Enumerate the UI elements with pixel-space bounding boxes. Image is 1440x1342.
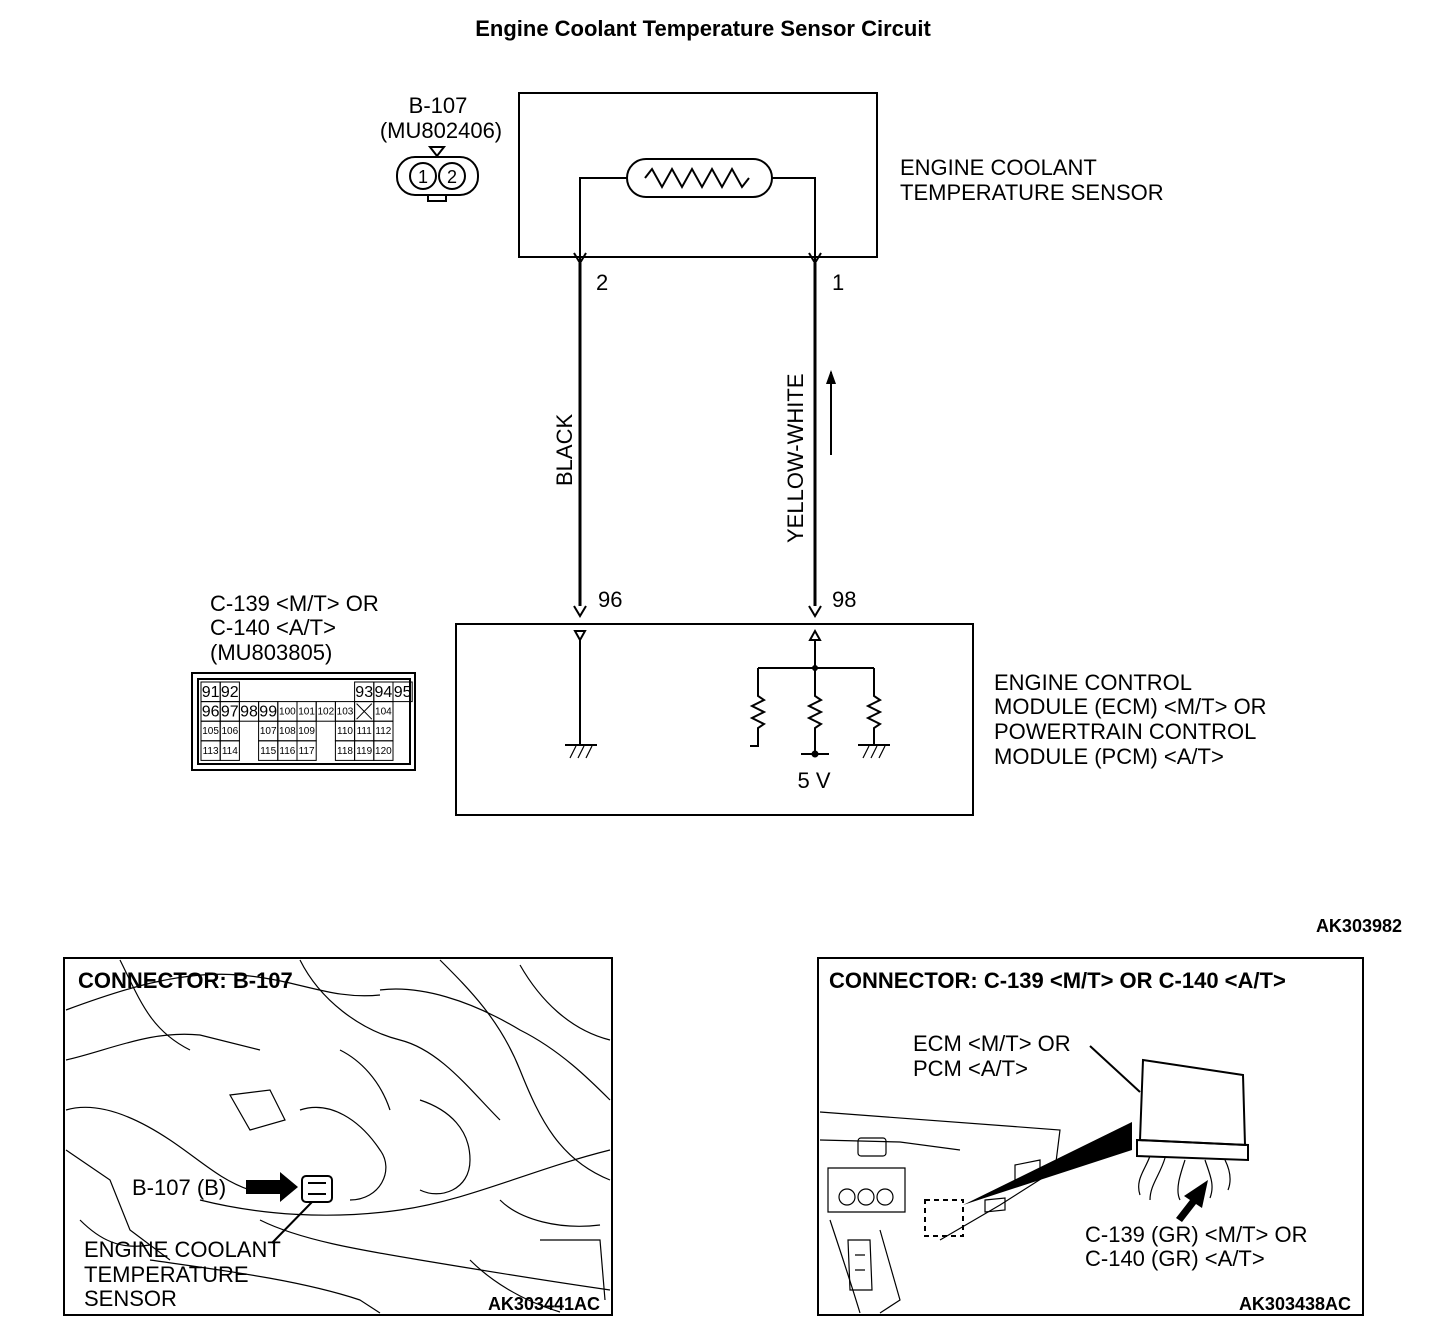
sensor-terminal-1: 1 — [832, 270, 844, 295]
connector-pointer-arrow-icon — [1176, 1180, 1208, 1222]
ecm-label-line3: POWERTRAIN CONTROL — [994, 719, 1256, 744]
pin-2-label: 2 — [447, 167, 457, 187]
ecm-terminal-98: 98 — [832, 587, 856, 612]
ecm-location-marker — [924, 1199, 964, 1237]
pin-number: 110 — [337, 726, 353, 737]
pin-cell — [373, 740, 394, 761]
pin-number: 105 — [202, 726, 219, 737]
ecm-box: 5 V — [455, 623, 974, 816]
sensor-label-line1: ENGINE COOLANT — [900, 155, 1097, 180]
sensor-connector-part-number: (MU802406) — [380, 118, 502, 143]
pin-number: 97 — [221, 704, 239, 721]
sensor-label-line2: TEMPERATURE SENSOR — [900, 180, 1164, 205]
pin-number: 113 — [203, 746, 219, 757]
pin-number: 120 — [375, 746, 392, 757]
ecm-label-line4: MODULE (PCM) <A/T> — [994, 744, 1224, 769]
pin-number: 100 — [279, 707, 296, 718]
diagram-code: AK303982 — [1316, 916, 1402, 936]
ecm-connector-line2: C-140 <A/T> — [210, 615, 336, 640]
unused-pin-cross-icon — [356, 703, 373, 720]
pin-number: 119 — [356, 746, 372, 757]
sensor-terminal-2: 2 — [596, 270, 608, 295]
wire-label-black: BLACK — [552, 414, 577, 486]
pin-1-label: 1 — [418, 167, 428, 187]
pin-number: 94 — [375, 684, 393, 701]
wire-label-yellow-white: YELLOW-WHITE — [783, 373, 808, 543]
photo-right-module-line1: ECM <M/T> OR — [913, 1031, 1071, 1056]
pin-number: 108 — [279, 726, 296, 737]
engine-bay-illustration — [65, 959, 611, 1314]
callout-arrow-icon — [246, 1172, 298, 1202]
pin-cell — [392, 681, 413, 703]
pin-number: 98 — [240, 704, 258, 721]
sensor-box — [518, 92, 878, 265]
photo-panel-b107: CONNECTOR: B-107 B-107 (B) ENGINE COOLAN… — [63, 957, 613, 1316]
photo-left-code: AK303441AC — [488, 1294, 600, 1314]
thermistor — [626, 158, 773, 198]
ecm-label-line1: ENGINE CONTROL — [994, 670, 1192, 695]
resistor-icon-3 — [865, 668, 883, 745]
ecm-module-illustration — [1136, 1058, 1249, 1201]
resistor-zigzag-icon — [644, 166, 750, 190]
pin-number: 95 — [394, 684, 412, 701]
sensor-connector-b107: B-107 (MU802406) 1 2 — [380, 93, 502, 202]
pin-number: 107 — [260, 726, 277, 737]
pin-number: 102 — [317, 707, 334, 718]
photo-left-heading: CONNECTOR: B-107 — [78, 968, 293, 993]
pin-number: 96 — [202, 704, 220, 721]
sensor-connector-id: B-107 — [409, 93, 468, 118]
ecm-label-line2: MODULE (ECM) <M/T> OR — [994, 694, 1267, 719]
resistor-icon-2 — [806, 668, 824, 752]
ground-icon-left — [565, 744, 597, 759]
page-title: Engine Coolant Temperature Sensor Circui… — [475, 16, 931, 41]
connector-face-icon: 1 2 — [396, 146, 479, 202]
sensor-connector-highlight — [301, 1175, 333, 1203]
pin-number: 118 — [337, 746, 353, 757]
pin-cell — [219, 740, 240, 761]
pin-number: 112 — [375, 726, 391, 737]
resistor-icon-1 — [749, 668, 767, 747]
current-direction-arrow-icon — [826, 370, 836, 455]
pin-number: 111 — [357, 726, 373, 737]
photo-right-connector-line2: C-140 (GR) <A/T> — [1085, 1246, 1265, 1271]
photo-right-code: AK303438AC — [1239, 1294, 1351, 1314]
pin-number: 92 — [221, 684, 239, 701]
supply-voltage-label: 5 V — [797, 768, 830, 793]
photo-right-connector-line1: C-139 (GR) <M/T> OR — [1085, 1222, 1307, 1247]
photo-right-module-line2: PCM <A/T> — [913, 1056, 1028, 1081]
photo-left-sensor-line2: TEMPERATURE — [84, 1262, 249, 1287]
pin-number: 103 — [337, 707, 354, 718]
photo-right-heading: CONNECTOR: C-139 <M/T> OR C-140 <A/T> — [829, 968, 1286, 993]
ground-icon-right — [858, 744, 890, 759]
pin-number: 115 — [260, 746, 276, 757]
location-pointer-wedge — [963, 1122, 1132, 1205]
pin-number: 104 — [375, 707, 392, 718]
pin-number: 109 — [298, 726, 315, 737]
photo-left-callout: B-107 (B) — [132, 1175, 226, 1200]
pin-number: 117 — [299, 746, 315, 757]
ecm-connector-line3: (MU803805) — [210, 640, 332, 665]
ecm-connector-line1: C-139 <M/T> OR — [210, 591, 379, 616]
photo-left-sensor-line3: SENSOR — [84, 1286, 177, 1311]
ecm-terminal-96: 96 — [598, 587, 622, 612]
pin-number: 99 — [259, 704, 277, 721]
pin-number: 114 — [222, 746, 238, 757]
pin-number: 93 — [355, 684, 373, 701]
pin-cell — [296, 740, 317, 761]
pin-number: 101 — [298, 707, 315, 718]
pin-number: 116 — [279, 746, 295, 757]
photo-panel-c139: CONNECTOR: C-139 <M/T> OR C-140 <A/T> EC… — [817, 957, 1364, 1316]
pin-number: 106 — [221, 726, 238, 737]
pin-number: 91 — [202, 684, 220, 701]
dashboard-illustration — [819, 1111, 1061, 1314]
photo-left-sensor-line1: ENGINE COOLANT — [84, 1237, 281, 1262]
